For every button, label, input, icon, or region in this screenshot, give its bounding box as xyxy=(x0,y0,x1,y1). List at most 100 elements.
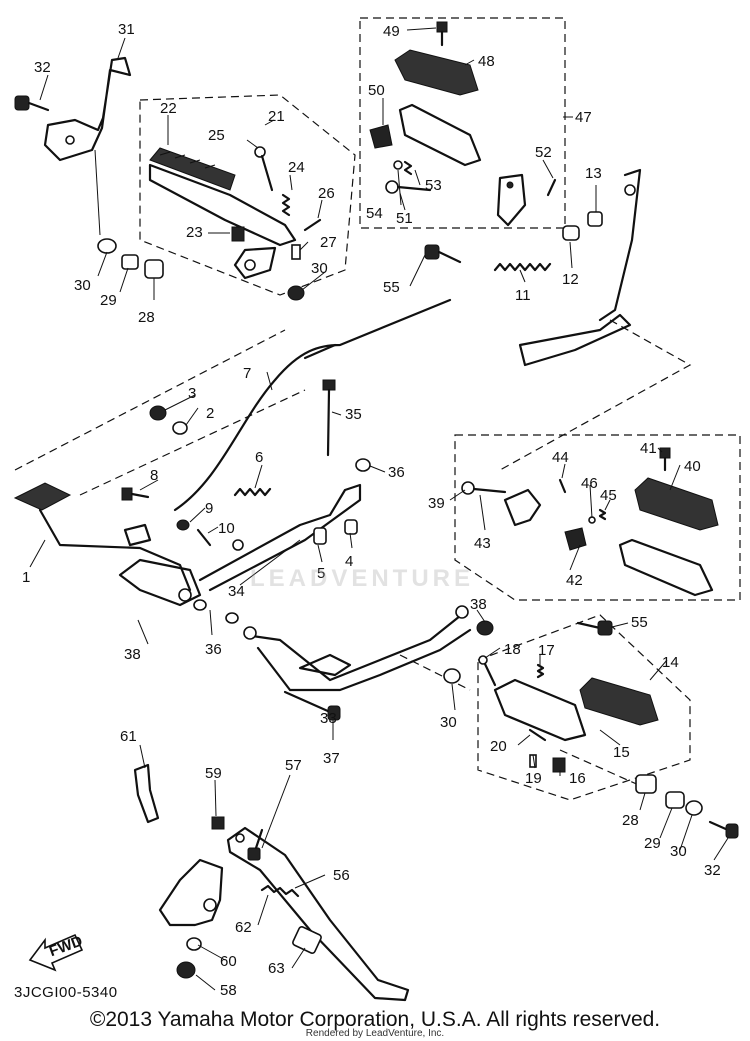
part-22-rubber xyxy=(149,147,236,191)
callout-2: 2 xyxy=(206,405,214,422)
callout-19: 19 xyxy=(525,770,542,787)
callout-3: 3 xyxy=(188,385,196,402)
part-14-footrest xyxy=(493,678,587,742)
callout-6: 6 xyxy=(255,449,263,466)
part-36-nut xyxy=(355,458,371,472)
callout-27: 27 xyxy=(320,234,337,251)
part-32-bolt xyxy=(14,95,50,112)
callout-14: 14 xyxy=(662,654,679,671)
part-17-spring xyxy=(536,663,545,679)
callout-26: 26 xyxy=(318,185,335,202)
callout-7: 7 xyxy=(243,365,251,382)
callout-60: 60 xyxy=(220,953,237,970)
part-55-bolt-top xyxy=(424,244,462,264)
part-brake-rod-right xyxy=(518,168,642,367)
callout-29-right: 29 xyxy=(644,835,661,852)
callout-37: 37 xyxy=(323,750,340,767)
part-8-bolt xyxy=(121,487,150,501)
part-48-rubber xyxy=(394,49,479,96)
part-58-nut xyxy=(176,961,196,979)
part-63-cover xyxy=(292,926,322,954)
callout-55: 55 xyxy=(383,279,400,296)
callout-18: 18 xyxy=(504,641,521,658)
part-31-bracket xyxy=(43,56,132,162)
callout-30-left: 30 xyxy=(74,277,91,294)
part-2-washer xyxy=(172,421,188,435)
callout-36: 36 xyxy=(388,464,405,481)
part-54-ball xyxy=(393,160,403,170)
part-6-spring xyxy=(233,487,272,497)
part-49-screw xyxy=(436,21,448,47)
group-box-21 xyxy=(139,94,356,296)
part-bracket-sidestand xyxy=(158,858,224,927)
ref-line xyxy=(79,389,306,496)
callout-29-left: 29 xyxy=(100,292,117,309)
callout-17: 17 xyxy=(538,642,555,659)
part-28-bushing-left xyxy=(144,259,164,279)
part-13-nut xyxy=(587,211,603,227)
part-9-washer xyxy=(176,519,190,531)
callout-39: 39 xyxy=(428,495,445,512)
part-47-footrest xyxy=(398,103,482,167)
part-62-spring xyxy=(260,884,300,898)
part-30-washer-bottom xyxy=(685,800,703,816)
part-23-nut xyxy=(231,226,245,242)
callout-40: 40 xyxy=(684,458,701,475)
callout-30-right: 30 xyxy=(440,714,457,731)
part-27-pin xyxy=(291,244,301,260)
callout-44: 44 xyxy=(552,449,569,466)
group-box-39 xyxy=(454,434,741,601)
part-15-rubber xyxy=(579,677,659,726)
callout-31: 31 xyxy=(118,21,135,38)
part-28-bushing-right xyxy=(635,774,657,794)
part-3-nut xyxy=(149,405,167,421)
part-29-collar-left xyxy=(121,254,139,270)
part-5-collar xyxy=(313,527,327,545)
callout-9: 9 xyxy=(205,500,213,517)
part-holder xyxy=(233,246,277,280)
part-55-bolt-bottom xyxy=(576,620,613,636)
part-42-plate xyxy=(564,527,587,551)
callout-28-left: 28 xyxy=(138,309,155,326)
callout-62: 62 xyxy=(235,919,252,936)
part-57-bolt xyxy=(247,828,264,861)
callout-58: 58 xyxy=(220,982,237,999)
callout-47: 47 xyxy=(575,109,592,126)
group-box-47 xyxy=(359,17,566,229)
part-25-pin xyxy=(254,146,274,192)
callout-5: 5 xyxy=(317,565,325,582)
part-44-clip xyxy=(558,478,567,494)
part-43-pin xyxy=(461,481,507,495)
callout-52: 52 xyxy=(535,144,552,161)
callout-56: 56 xyxy=(333,867,350,884)
part-61-switch xyxy=(133,763,160,824)
part-37-bolt xyxy=(283,690,341,721)
callout-15: 15 xyxy=(613,744,630,761)
callout-8: 8 xyxy=(150,467,158,484)
part-26-clip xyxy=(303,218,322,232)
part-40-rubber xyxy=(634,477,719,531)
callout-32-right: 32 xyxy=(704,862,721,879)
part-47-holder xyxy=(496,173,527,227)
callout-11: 11 xyxy=(515,287,531,304)
callout-labels: 31 32 21 22 25 24 26 23 27 30 29 28 30 4… xyxy=(22,21,721,999)
ref-line xyxy=(559,749,651,791)
copyright-notice: ©2013 Yamaha Motor Corporation, U.S.A. A… xyxy=(89,1008,661,1031)
callout-32: 32 xyxy=(34,59,51,76)
leader-lines xyxy=(29,27,729,991)
part-36-nut-left xyxy=(225,612,239,624)
part-56-sidestand xyxy=(226,826,410,1002)
callout-24: 24 xyxy=(288,159,305,176)
callout-50: 50 xyxy=(368,82,385,99)
part-52-clip xyxy=(546,178,557,197)
part-1-brake-pedal xyxy=(13,482,192,592)
callout-10: 10 xyxy=(218,520,235,537)
callout-22: 22 xyxy=(160,100,177,117)
ref-line xyxy=(499,319,692,471)
callout-63: 63 xyxy=(268,960,285,977)
watermark: LEADVENTURE xyxy=(250,565,475,592)
part-24-spring xyxy=(281,193,291,217)
callout-20: 20 xyxy=(490,738,507,755)
callout-53: 53 xyxy=(425,177,442,194)
callout-21: 21 xyxy=(268,108,285,125)
